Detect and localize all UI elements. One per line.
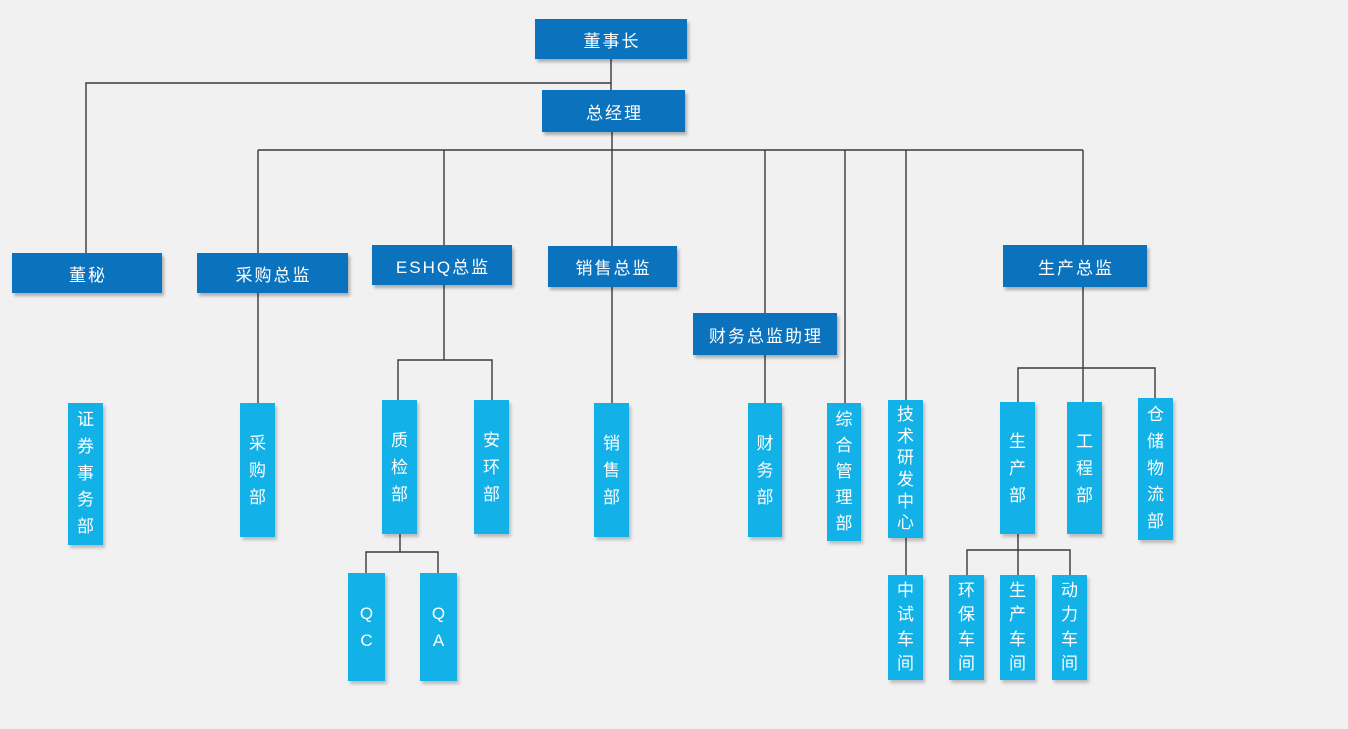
org-node-chairman: 董事长 <box>535 19 687 59</box>
org-node-engineering-dept: 工程部 <box>1067 402 1102 534</box>
connector-line <box>365 551 439 573</box>
org-node-qc: QC <box>348 573 385 681</box>
org-node-env-protection-workshop: 环保车间 <box>949 575 984 680</box>
org-node-quality-dept: 质检部 <box>382 400 417 534</box>
org-node-tech-rd-center: 技术研发中心 <box>888 400 923 538</box>
org-node-label-production-dept: 生产部 <box>1009 431 1026 505</box>
org-node-procurement-director: 采购总监 <box>197 253 348 293</box>
org-node-label-cfo-assistant: 财务总监助理 <box>709 326 823 346</box>
connector-line <box>1017 367 1156 402</box>
org-node-label-tech-rd-center: 技术研发中心 <box>897 404 914 533</box>
org-node-label-safety-env-dept: 安环部 <box>483 430 500 504</box>
org-node-general-manager: 总经理 <box>542 90 685 132</box>
org-node-label-env-protection-workshop: 环保车间 <box>958 581 975 673</box>
org-node-label-engineering-dept: 工程部 <box>1076 431 1093 505</box>
org-node-label-finance-dept: 财务部 <box>756 433 774 507</box>
org-node-board-secretary: 董秘 <box>12 253 162 293</box>
org-node-safety-env-dept: 安环部 <box>474 400 509 534</box>
org-node-production-dept: 生产部 <box>1000 402 1035 534</box>
org-node-label-qa: QA <box>431 604 446 650</box>
org-node-label-production-director: 生产总监 <box>1038 258 1114 278</box>
org-node-finance-dept: 财务部 <box>748 403 782 537</box>
org-node-power-workshop: 动力车间 <box>1052 575 1087 680</box>
org-node-label-pilot-workshop: 中试车间 <box>897 581 914 673</box>
org-node-label-procurement-dept: 采购部 <box>249 433 266 507</box>
org-node-production-workshop: 生产车间 <box>1000 575 1035 680</box>
org-node-general-mgmt-dept: 综合管理部 <box>827 403 861 541</box>
org-node-label-board-secretary: 董秘 <box>69 265 107 285</box>
org-node-label-securities-dept: 证券事务部 <box>77 410 94 537</box>
org-node-label-qc: QC <box>359 604 374 650</box>
org-node-label-chairman: 董事长 <box>583 31 641 51</box>
org-node-label-power-workshop: 动力车间 <box>1061 581 1078 673</box>
org-node-sales-director: 销售总监 <box>548 246 677 287</box>
org-node-procurement-dept: 采购部 <box>240 403 275 537</box>
org-node-label-quality-dept: 质检部 <box>391 430 408 504</box>
org-node-cfo-assistant: 财务总监助理 <box>693 313 837 355</box>
org-node-label-general-mgmt-dept: 综合管理部 <box>835 410 853 533</box>
org-node-label-general-manager: 总经理 <box>586 103 643 123</box>
org-node-label-warehouse-logistics-dept: 仓储物流部 <box>1147 405 1164 532</box>
org-node-eshq-director: ESHQ总监 <box>372 245 512 285</box>
org-node-qa: QA <box>420 573 457 681</box>
org-node-warehouse-logistics-dept: 仓储物流部 <box>1138 398 1173 540</box>
org-node-label-sales-dept: 销售部 <box>603 433 620 507</box>
org-node-label-production-workshop: 生产车间 <box>1009 581 1026 673</box>
org-node-pilot-workshop: 中试车间 <box>888 575 923 680</box>
org-node-securities-dept: 证券事务部 <box>68 403 103 545</box>
connector-line <box>85 82 611 253</box>
connector-line <box>397 359 493 400</box>
org-node-label-procurement-director: 采购总监 <box>235 265 312 285</box>
org-node-label-eshq-director: ESHQ总监 <box>395 257 491 277</box>
org-node-production-director: 生产总监 <box>1003 245 1147 287</box>
org-node-sales-dept: 销售部 <box>594 403 629 537</box>
org-node-label-sales-director: 销售总监 <box>575 259 652 278</box>
